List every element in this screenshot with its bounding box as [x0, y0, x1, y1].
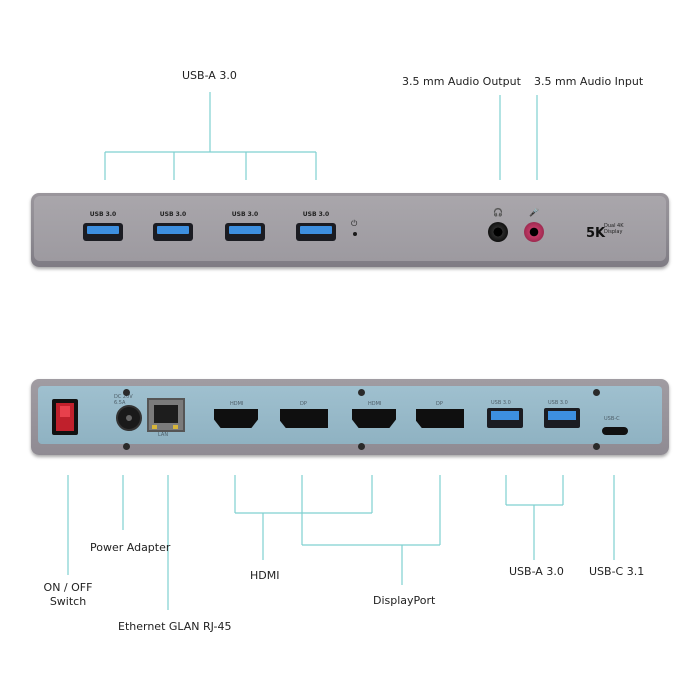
ethernet-label: Ethernet GLAN RJ-45: [118, 620, 232, 633]
screw: [593, 389, 600, 396]
screw: [358, 389, 365, 396]
dc-label-1: DC 20V: [114, 394, 133, 400]
audio-input-jack: [524, 222, 544, 242]
badge-subtitle: Dual 4K Display: [604, 223, 624, 235]
usb-caption: USB 3.0: [231, 211, 259, 218]
power-adapter-label: Power Adapter: [90, 541, 171, 554]
power-icon: ⏻: [351, 219, 358, 228]
dc-power-jack: [116, 405, 142, 431]
front-usb-port-4: [296, 223, 336, 241]
headphone-icon: 🎧: [493, 208, 503, 217]
displayport-label: DisplayPort: [373, 594, 436, 607]
usb-caption: USB 3.0: [89, 211, 117, 218]
on-off-switch-label: ON / OFF Switch: [43, 581, 93, 608]
usbc-port-label: USB-C: [604, 416, 620, 422]
microphone-icon: 🎤: [529, 208, 539, 217]
usbc-port: [602, 427, 628, 435]
usb-caption: USB 3.0: [302, 211, 330, 218]
front-usb-port-2: [153, 223, 193, 241]
audio-input-label: 3.5 mm Audio Input: [534, 75, 644, 88]
audio-output-jack: [488, 222, 508, 242]
displayport-1: [280, 409, 328, 428]
usb-port-label: USB 3.0: [491, 400, 511, 406]
dock-front-view: USB 3.0 USB 3.0 USB 3.0 USB 3.0 ⏻ 🎧 🎤 5K…: [31, 193, 669, 267]
hdmi-port-label: HDMI: [230, 401, 244, 407]
back-usb-port-1: [487, 408, 523, 428]
dp-port-label: DP: [436, 401, 443, 407]
on-off-switch: [52, 399, 78, 435]
screw: [123, 443, 130, 450]
dock-back-view: DC 20V 6.5A LAN HDMI DP HDMI DP USB 3.0 …: [31, 379, 669, 455]
front-usb-label: USB-A 3.0: [182, 69, 237, 82]
hdmi-port-1: [214, 409, 258, 428]
hdmi-label: HDMI: [250, 569, 280, 582]
ethernet-port: [147, 398, 185, 432]
back-usb-port-2: [544, 408, 580, 428]
dp-port-label: DP: [300, 401, 307, 407]
screw: [593, 443, 600, 450]
usb-caption: USB 3.0: [159, 211, 187, 218]
hdmi-port-2: [352, 409, 396, 428]
hdmi-port-label: HDMI: [368, 401, 382, 407]
displayport-2: [416, 409, 464, 428]
lan-label: LAN: [158, 432, 169, 438]
usb-port-label: USB 3.0: [548, 400, 568, 406]
front-usb-port-3: [225, 223, 265, 241]
screw: [358, 443, 365, 450]
rear-io-panel: DC 20V 6.5A LAN HDMI DP HDMI DP USB 3.0 …: [38, 386, 662, 444]
5k-badge: 5K: [586, 226, 606, 241]
dc-label-2: 6.5A: [114, 400, 126, 406]
usbc-label: USB-C 3.1: [589, 565, 645, 578]
back-usb-label: USB-A 3.0: [509, 565, 564, 578]
power-led: [353, 232, 357, 236]
audio-output-label: 3.5 mm Audio Output: [402, 75, 521, 88]
front-usb-port-1: [83, 223, 123, 241]
screw: [123, 389, 130, 396]
front-face: USB 3.0 USB 3.0 USB 3.0 USB 3.0 ⏻ 🎧 🎤 5K…: [34, 196, 666, 261]
